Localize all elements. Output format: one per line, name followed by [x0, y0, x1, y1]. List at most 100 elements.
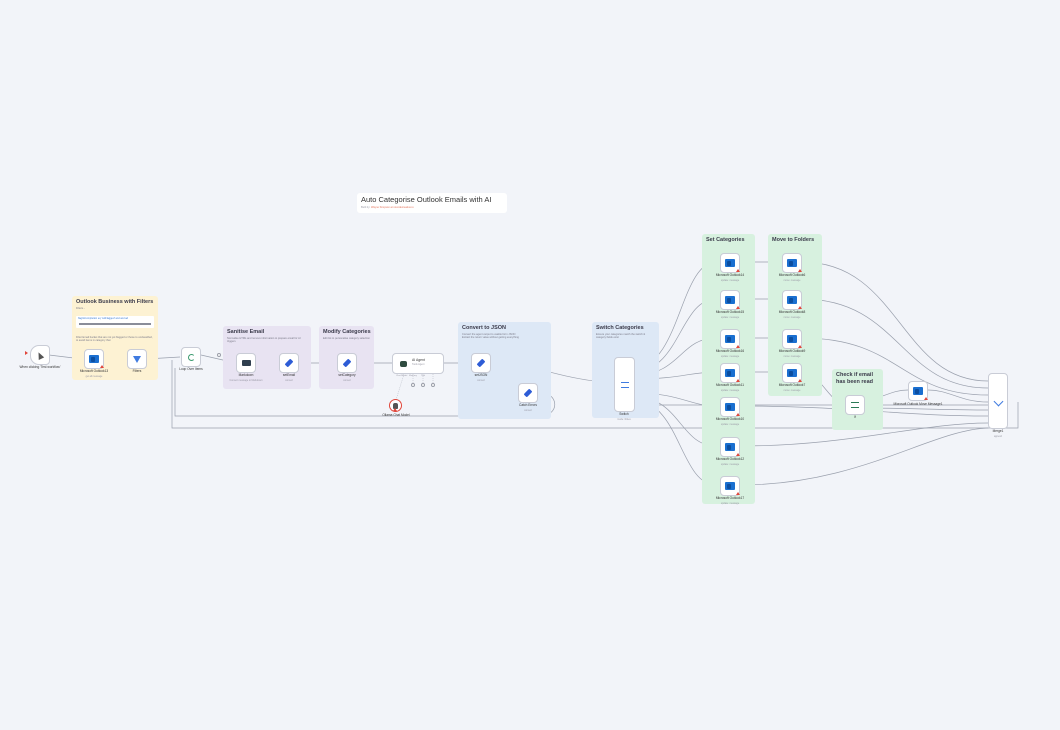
node-label: Microsoft Outlook13 [79, 369, 109, 373]
warning-icon [393, 408, 397, 411]
node-filters[interactable] [127, 349, 147, 369]
chat-model-port-label: Chat Model [396, 375, 408, 377]
workflow-title: Auto Categorise Outlook Emails with AI [361, 195, 492, 204]
node-sublabel: convert [285, 379, 293, 382]
node-label: Switch [619, 412, 629, 416]
node-switch[interactable] [614, 357, 635, 412]
node-merge[interactable] [988, 373, 1008, 429]
node-label: Microsoft Outlook11 [715, 383, 745, 387]
node-move-folder-0[interactable] [782, 253, 802, 273]
node-label: setCategory [338, 373, 356, 377]
node-label: Loop Over Items [179, 367, 203, 371]
workflow-title-card[interactable]: Auto Categorise Outlook Emails with AI B… [357, 193, 507, 213]
warning-icon [924, 397, 928, 400]
outlook-icon [725, 403, 735, 411]
memory-port-label: Memory [409, 375, 417, 377]
merge-icon [993, 396, 1003, 406]
sticky-title: Convert to JSON [462, 325, 507, 331]
outlook-icon [787, 335, 797, 343]
trigger-bolt-icon [25, 351, 28, 355]
node-set-category-1[interactable] [720, 290, 740, 310]
sticky-body: Edit list to personalise category select… [323, 337, 370, 340]
node-move-folder-2[interactable] [782, 329, 802, 349]
outlook-icon [913, 387, 923, 395]
node-label: Microsoft Outlook15 [715, 310, 745, 314]
node-sublabel: move: message [783, 355, 801, 358]
sticky-title: Move to Folders [772, 237, 815, 243]
node-label: If [854, 415, 856, 419]
pencil-icon [523, 388, 533, 398]
node-ai-agent[interactable]: AI Agent Tools Agent [392, 353, 444, 374]
node-sublabel: convert [524, 409, 532, 412]
node-if[interactable] [845, 395, 865, 415]
outlook-icon [787, 369, 797, 377]
node-set-category-0[interactable] [720, 253, 740, 273]
node-move-folder-1[interactable] [782, 290, 802, 310]
node-loop-over-items[interactable] [181, 347, 201, 367]
node-sublabel: convert [343, 379, 351, 382]
sticky-title: Sanitise Email [227, 329, 265, 335]
sticky-body: Filters... [76, 307, 86, 310]
author-link[interactable]: Wayne Simpson at nocodecreative.io [370, 206, 414, 209]
sticky-body: Ensure your categories match the switch … [596, 333, 646, 340]
node-sublabel: Tools Agent [412, 363, 425, 366]
add-parser-plus-icon[interactable] [431, 383, 435, 387]
node-sublabel: update: message [720, 279, 740, 282]
node-label: Ollama Chat Model [382, 413, 410, 417]
node-label: Merge1 [992, 429, 1004, 433]
sticky-body: Extract the return value without getting… [462, 336, 519, 340]
node-sublabel: Convert message to Markdown [229, 379, 263, 382]
node-catch-errors[interactable] [518, 383, 538, 403]
node-manual-trigger[interactable] [30, 345, 50, 365]
sticky-body: Convert the agent output to usable form … [462, 333, 516, 336]
node-sublabel: get all message [85, 375, 103, 378]
pencil-icon [342, 358, 352, 368]
node-label: Catch Errors [519, 403, 537, 407]
outlook-icon [725, 335, 735, 343]
code-scrollbar[interactable] [79, 323, 151, 325]
node-set-category[interactable] [337, 353, 357, 373]
node-markdown[interactable] [236, 353, 256, 373]
node-sublabel: convert [477, 379, 485, 382]
add-tool-plus-icon[interactable] [421, 383, 425, 387]
node-sublabel: append [994, 435, 1002, 438]
warning-icon [736, 492, 740, 495]
node-sublabel: mode: Rules [617, 418, 631, 421]
node-outlook13[interactable] [84, 349, 104, 369]
node-label: setJSON [474, 373, 488, 377]
node-set-category-6[interactable] [720, 476, 740, 496]
node-label: Microsoft Outlook16 [715, 349, 745, 353]
node-set-category-5[interactable] [720, 437, 740, 457]
node-set-json[interactable] [471, 353, 491, 373]
node-sublabel: update: message [720, 355, 740, 358]
sticky-title: Modify Categories [323, 329, 371, 335]
tool-port-label: Tool [421, 375, 426, 377]
warning-icon [736, 345, 740, 348]
node-move-message[interactable] [908, 381, 928, 401]
node-label: Filters [132, 369, 142, 373]
node-move-folder-3[interactable] [782, 363, 802, 383]
outlook-icon [725, 369, 735, 377]
sticky-title: Set Categories [706, 237, 745, 243]
filter-code-block: flag/isCompletion eq 'notFlagged' and an… [76, 316, 154, 328]
node-label: Microsoft Outlook8 [778, 310, 806, 314]
node-label: AI Agent [412, 358, 425, 362]
add-node-plus-icon[interactable] [217, 353, 221, 357]
node-ollama-chat-model[interactable] [389, 399, 402, 412]
ollama-icon [393, 402, 398, 409]
node-set-category-2[interactable] [720, 329, 740, 349]
node-set-email[interactable] [279, 353, 299, 373]
pencil-icon [284, 358, 294, 368]
node-set-category-3[interactable] [720, 363, 740, 383]
sticky-title: Check if email has been read [836, 372, 873, 385]
node-sublabel: update: message [720, 316, 740, 319]
node-set-category-4[interactable] [720, 397, 740, 417]
outlook-icon [725, 482, 735, 490]
pencil-icon [476, 358, 486, 368]
sticky-body: Normalise HTML and remove information to… [227, 337, 301, 344]
add-memory-plus-icon[interactable] [411, 383, 415, 387]
outlook-icon [787, 259, 797, 267]
warning-icon [100, 365, 104, 368]
node-sublabel: update: message [720, 463, 740, 466]
